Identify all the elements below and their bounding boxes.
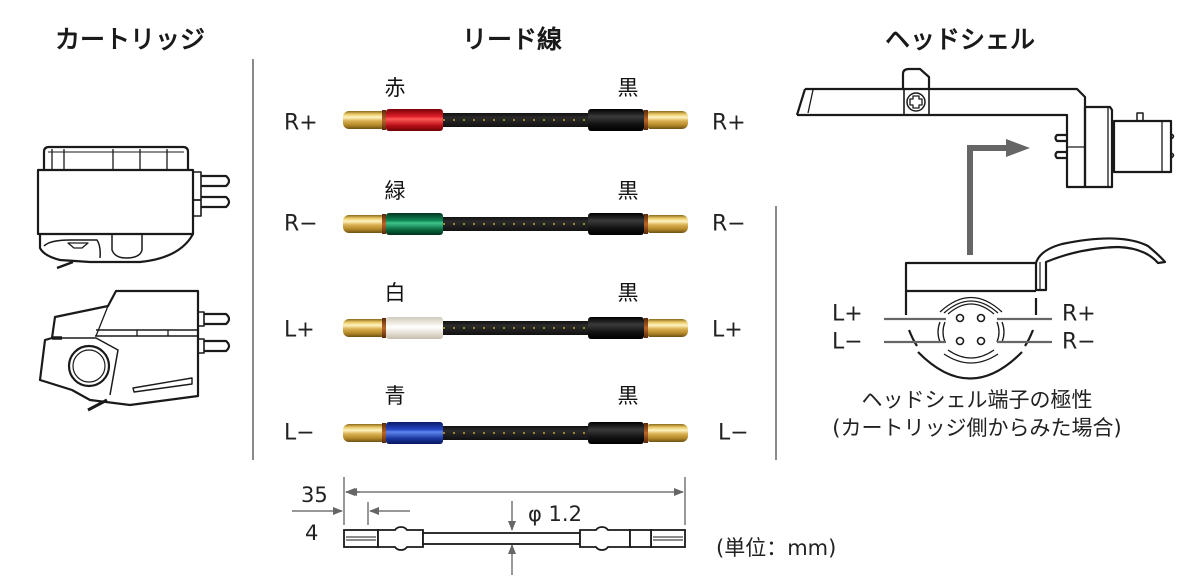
lead-1-coil-right (644, 214, 648, 234)
lead-3-gold-pin-left (343, 424, 383, 442)
divider-right (775, 206, 777, 460)
lead-3-right-polarity: L− (718, 420, 749, 446)
lead-1-sleeve (386, 213, 443, 235)
diameter-value: φ 1.2 (528, 502, 582, 526)
lead-0-coil-right (644, 110, 648, 130)
lead-2-gold-pin-right (648, 319, 688, 337)
lead-3-wire (443, 426, 588, 440)
headshell-title: ヘッドシェル (884, 25, 1036, 54)
lead-3-coil-right (644, 423, 648, 443)
lead-2-coil-left (382, 318, 386, 338)
divider-left (252, 59, 254, 460)
cartridge-title: カートリッジ (54, 25, 206, 54)
lead-3-left-polarity: L− (284, 420, 315, 446)
lead-2-coil-right (644, 318, 648, 338)
lead-3-end-color-label: 黒 (617, 384, 639, 408)
terminal-caption-line1: ヘッドシェル端子の極性 (861, 388, 1093, 412)
terminal-right-top-label: R+ (1062, 301, 1096, 327)
lead-wire-blue (343, 422, 688, 444)
lead-3-gold-pin-right (648, 424, 688, 442)
terminal-left-bottom-label: L− (832, 329, 863, 355)
pin-length-value: 4 (305, 521, 319, 545)
lead-3-black-sleeve (588, 422, 644, 444)
terminal-left-top-label: L+ (832, 301, 863, 327)
lead-wire-green (343, 213, 688, 235)
cartridge-front-drawing (36, 145, 231, 412)
lead-3-coil-left (382, 423, 386, 443)
lead-0-end-color-label: 黒 (617, 76, 639, 100)
lead-1-color-label: 緑 (384, 179, 406, 203)
lead-0-sleeve (386, 109, 443, 131)
lead-2-black-sleeve (588, 317, 644, 339)
lead-1-end-color-label: 黒 (617, 179, 639, 203)
lead-2-gold-pin-left (343, 319, 383, 337)
lead-2-right-polarity: L+ (712, 317, 743, 343)
lead-0-black-sleeve (588, 109, 644, 131)
lead-0-wire (443, 113, 588, 127)
lead-wire-title: リード線 (461, 25, 563, 54)
lead-0-gold-pin-left (343, 111, 383, 129)
lead-1-coil-left (382, 214, 386, 234)
lead-wire-red (343, 109, 688, 131)
lead-wire-white (343, 317, 688, 339)
lead-1-left-polarity: R− (284, 211, 318, 237)
lead-0-coil-left (382, 110, 386, 130)
lead-1-right-polarity: R− (712, 211, 746, 237)
lead-3-color-label: 青 (384, 384, 406, 408)
lead-2-sleeve (386, 317, 443, 339)
terminal-right-bottom-label: R− (1062, 329, 1096, 355)
unit-note: (単位：mm) (716, 536, 837, 560)
lead-0-left-polarity: R+ (284, 110, 318, 136)
lead-2-wire (443, 321, 588, 335)
lead-0-gold-pin-right (648, 111, 688, 129)
lead-2-end-color-label: 黒 (617, 281, 639, 305)
lead-0-right-polarity: R+ (712, 110, 746, 136)
terminal-caption-line2: (カートリッジ側からみた場合) (832, 416, 1122, 440)
lead-0-color-label: 赤 (384, 76, 406, 100)
total-length-value: 35 (301, 483, 328, 507)
lead-1-wire (443, 217, 588, 231)
lead-3-sleeve (386, 422, 443, 444)
lead-1-gold-pin-left (343, 215, 383, 233)
lead-1-black-sleeve (588, 213, 644, 235)
lead-2-left-polarity: L+ (284, 317, 315, 343)
lead-2-color-label: 白 (384, 281, 406, 305)
lead-1-gold-pin-right (648, 215, 688, 233)
